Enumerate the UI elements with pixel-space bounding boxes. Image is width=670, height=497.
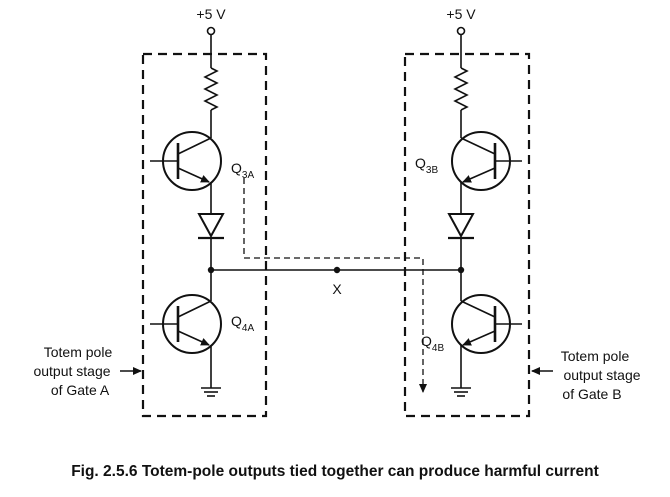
q3a-main: Q (231, 160, 242, 176)
gate-b-label-line-2: output stage (563, 367, 640, 383)
gate-a-label-line-1: Totem pole (44, 344, 113, 360)
q3b-main: Q (415, 155, 426, 171)
ground-a (201, 387, 221, 397)
q3a-sub: 3A (242, 170, 255, 181)
node-x-label: X (332, 281, 342, 297)
q3b-sub: 3B (426, 165, 439, 176)
transistor-q4a (150, 294, 222, 354)
supply-a-terminal (206, 26, 216, 36)
gate-b-boundary (403, 52, 531, 418)
q4b-sub: 4B (432, 343, 445, 354)
figure-caption: Fig. 2.5.6 Totem-pole outputs tied toget… (71, 463, 599, 480)
q4b-label: Q4B (421, 333, 444, 354)
gate-a-label-line-2: output stage (33, 363, 110, 379)
q4a-label: Q4A (231, 313, 254, 334)
junction-b (457, 266, 465, 274)
diode-a (197, 213, 225, 240)
gate-a-label-line-3: of Gate A (51, 382, 110, 398)
current-path-dashed (243, 178, 427, 393)
supply-b-label: +5 V (446, 6, 476, 22)
transistor-q3a (150, 131, 222, 191)
diode-b (447, 213, 475, 240)
resistor-a (203, 67, 219, 111)
resistor-b (453, 67, 469, 111)
supply-b-terminal (456, 26, 466, 36)
q3a-label: Q3A (231, 160, 254, 181)
q4a-main: Q (231, 313, 242, 329)
gate-b-label-line-1: Totem pole (561, 348, 630, 364)
junction-a (207, 266, 215, 274)
supply-a-label: +5 V (196, 6, 226, 22)
gate-a-boundary (141, 52, 268, 418)
transistor-q3b (451, 131, 522, 191)
transistor-q4b (451, 294, 522, 354)
q4b-main: Q (421, 333, 432, 349)
q3b-label: Q3B (415, 155, 438, 176)
gate-b-label-line-3: of Gate B (562, 386, 621, 402)
q4a-sub: 4A (242, 323, 255, 334)
node-x-dot (333, 266, 341, 274)
ground-b (451, 387, 471, 397)
